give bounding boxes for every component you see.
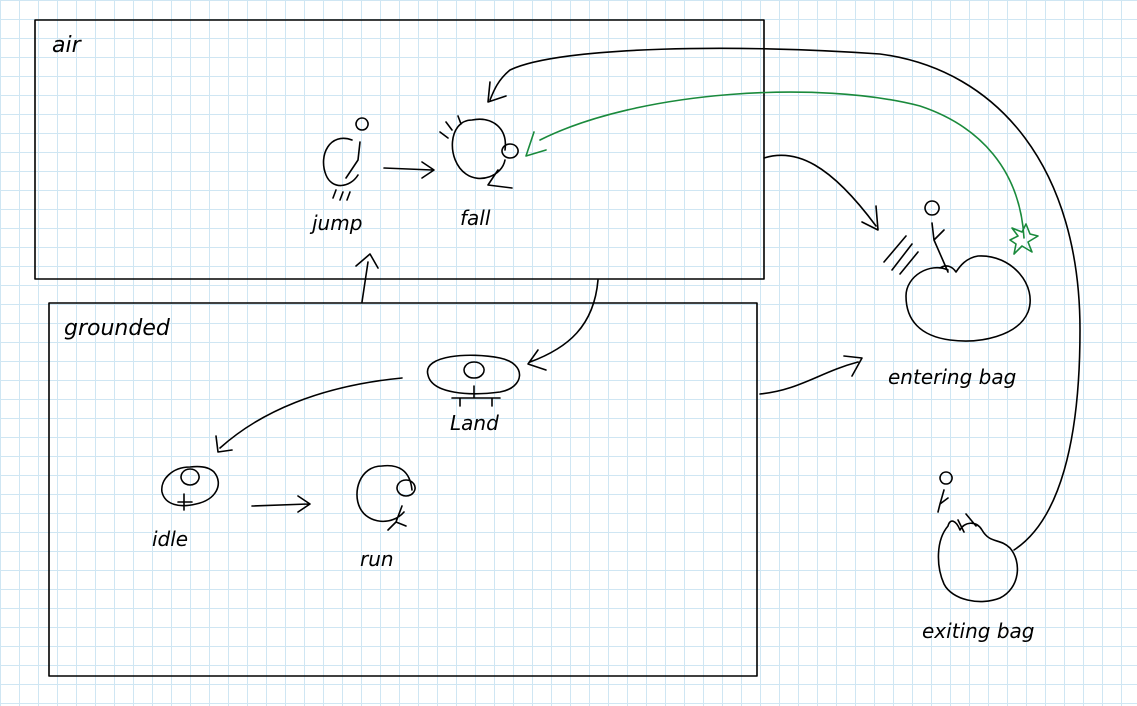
entering-bag-state: entering bag [883,200,1031,389]
arrow-idle-to-run [251,495,311,513]
entering-bag-label: entering bag [888,365,1016,389]
grounded-group-box [48,302,758,677]
run-state: run [356,464,416,571]
arrow-grounded-to-entering-bag [759,355,863,395]
arrow-air-to-land [527,279,599,371]
arrow-grounded-to-jump [355,253,379,303]
fall-sketch [439,115,519,189]
land-sketch [426,354,521,407]
jump-state: jump [309,117,369,235]
arrow-land-to-idle [215,377,403,453]
arrow-entering-bag-to-fall-green [525,91,1039,255]
exiting-bag-sketch [937,471,1019,603]
fall-state: fall [439,115,519,230]
exiting-bag-label: exiting bag [922,619,1034,643]
air-group-label: air [52,33,83,58]
idle-label: idle [152,527,188,551]
grounded-group-label: grounded [64,316,171,341]
idle-state: idle [152,465,220,551]
exiting-bag-state: exiting bag [922,471,1034,643]
arrow-jump-to-fall [383,161,435,179]
idle-sketch [161,465,220,511]
land-state: Land [426,354,521,435]
transition-arrows [215,47,1081,551]
arrow-exiting-bag-to-fall [487,47,1081,551]
jump-label: jump [309,211,362,235]
air-group-box [34,19,765,280]
jump-sketch [322,117,369,201]
run-label: run [360,547,394,571]
land-label: Land [450,411,499,435]
run-sketch [356,464,416,531]
fall-label: fall [460,206,491,230]
arrow-air-to-entering-bag [763,154,879,231]
entering-bag-sketch [883,200,1031,342]
